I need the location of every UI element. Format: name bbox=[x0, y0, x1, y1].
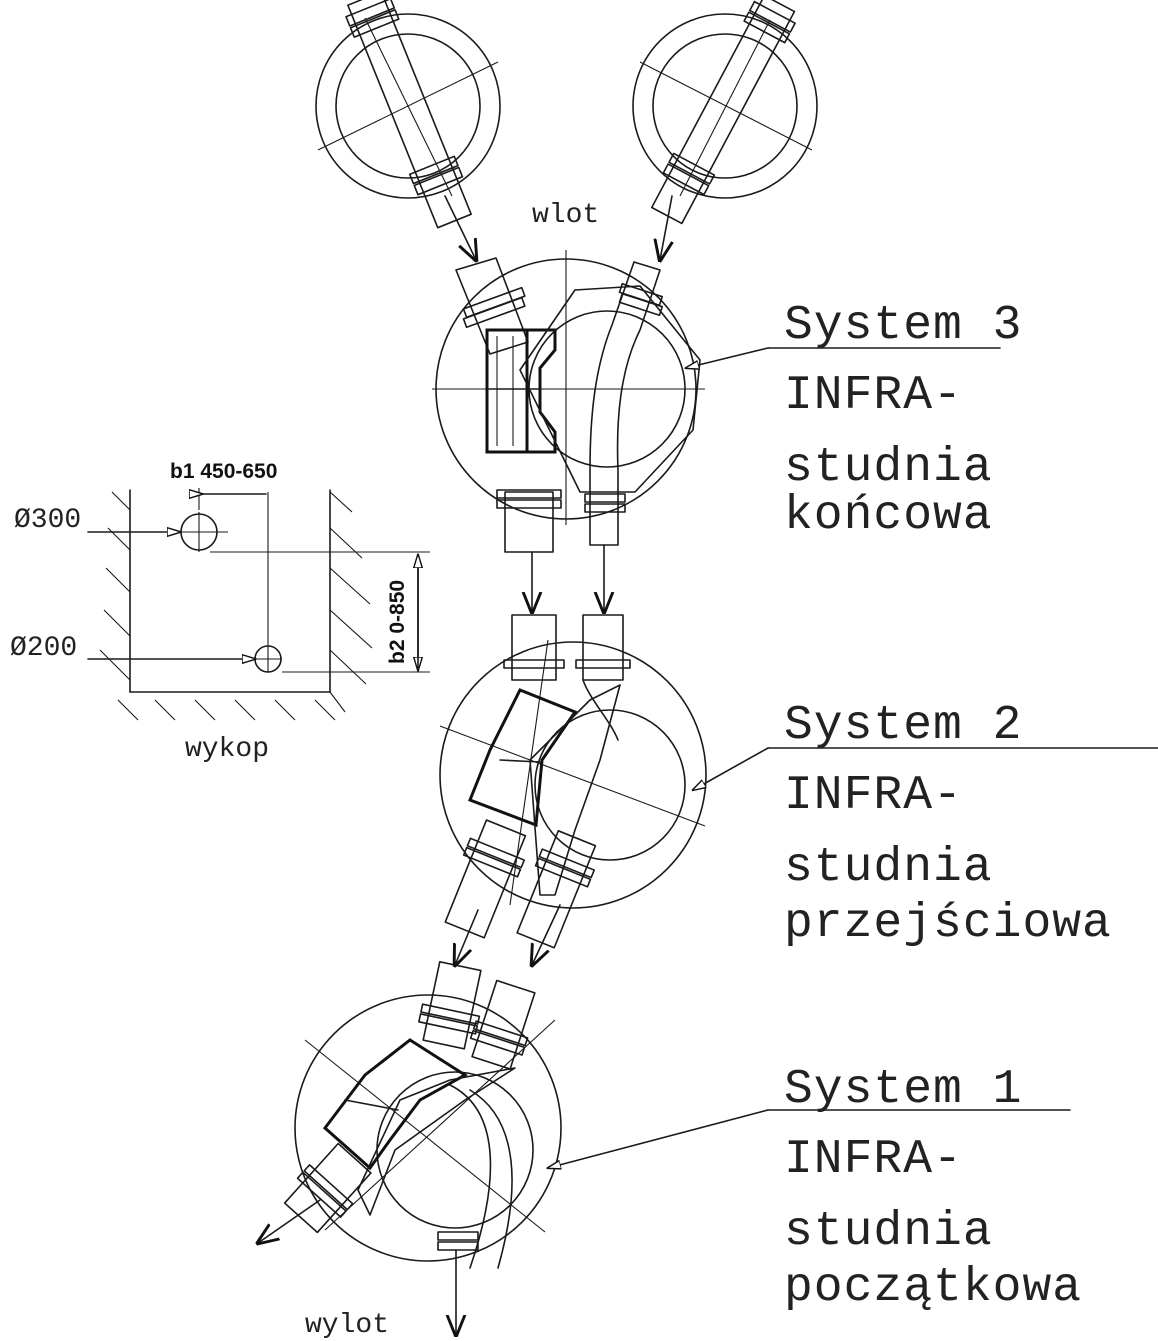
trench-label: wykop bbox=[185, 734, 269, 765]
system-1-desc1: studnia bbox=[784, 1205, 993, 1259]
inlet-well-left bbox=[315, 0, 501, 260]
outlet-label: wylot bbox=[305, 1310, 389, 1341]
dim-b2-label: b2 0-850 bbox=[386, 580, 409, 664]
well-system-2 bbox=[439, 614, 1158, 965]
system-2-title: System 2 bbox=[784, 699, 1022, 753]
inlet-label: wlot bbox=[532, 200, 599, 231]
system-3-desc1: studnia bbox=[784, 441, 993, 495]
system-2-desc1: studnia bbox=[784, 841, 993, 895]
trench-detail: Ø300 Ø200 b1 450-650 b2 0-850 wykop bbox=[10, 460, 430, 765]
system-1-caption: System 1 INFRA- studnia początkowa bbox=[784, 1063, 1082, 1315]
system-3-product: INFRA- bbox=[784, 369, 963, 423]
well-system-1 bbox=[258, 961, 1071, 1335]
system-1-desc2: początkowa bbox=[784, 1261, 1082, 1315]
system-3-title: System 3 bbox=[784, 299, 1022, 353]
system-1-title: System 1 bbox=[784, 1063, 1022, 1117]
system-2-product: INFRA- bbox=[784, 769, 963, 823]
system-1-product: INFRA- bbox=[784, 1133, 963, 1187]
system-2-caption: System 2 INFRA- studnia przejściowa bbox=[784, 699, 1112, 951]
system-3-desc2: końcowa bbox=[784, 489, 993, 543]
system-2-desc2: przejściowa bbox=[784, 897, 1112, 951]
dim-b1-label: b1 450-650 bbox=[170, 460, 277, 483]
system-3-caption: System 3 INFRA- studnia końcowa bbox=[784, 299, 1022, 543]
inlet-well-right bbox=[632, 0, 818, 260]
pipe-300-label: Ø300 bbox=[14, 505, 81, 536]
well-system-3 bbox=[432, 250, 1001, 612]
pipe-200-label: Ø200 bbox=[10, 633, 77, 664]
